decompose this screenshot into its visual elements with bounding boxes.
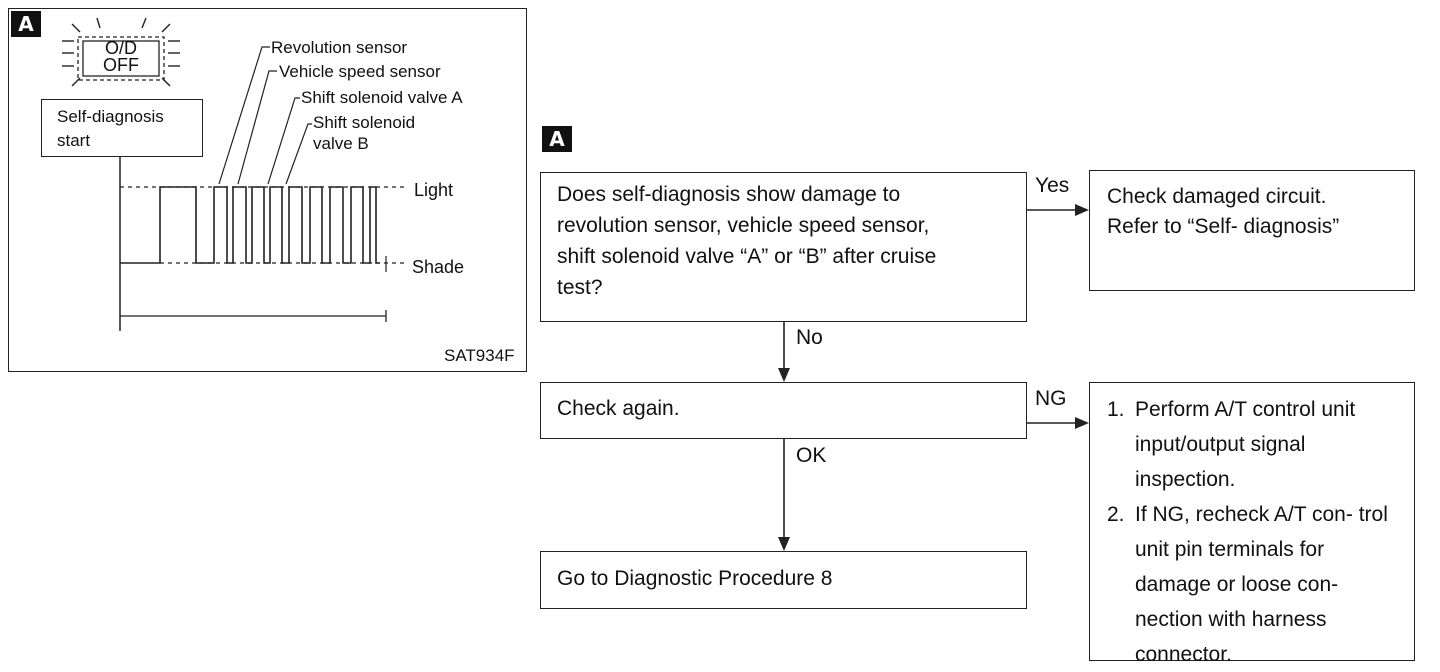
goto-procedure-box bbox=[540, 551, 1027, 609]
no-arrowhead bbox=[778, 368, 790, 382]
ok-arrowhead bbox=[778, 537, 790, 551]
ng-step-1: 1. Perform A/T control unit input/output… bbox=[1107, 392, 1403, 497]
ray-n2 bbox=[141, 17, 147, 29]
flowchart-badge: A bbox=[542, 126, 572, 152]
ng-step-1-text: Perform A/T control unit input/output si… bbox=[1135, 398, 1356, 491]
figure-badge: A bbox=[11, 11, 41, 37]
level-label-light: Light bbox=[414, 180, 454, 200]
lamp-text-off: OFF bbox=[103, 55, 139, 75]
lamp-text-od: O/D bbox=[104, 38, 137, 58]
ray-nw bbox=[71, 23, 81, 33]
yes-label: Yes bbox=[1035, 174, 1070, 197]
ng-result-box bbox=[1089, 382, 1415, 661]
ng-step-1-number: 1. bbox=[1107, 398, 1125, 421]
question-line1: Does self-diagnosis show damage to bbox=[557, 183, 901, 206]
figure-code: SAT934F bbox=[444, 346, 515, 365]
leader-solenoid-b bbox=[285, 123, 312, 185]
ray-ne bbox=[161, 23, 171, 33]
connector-lines bbox=[783, 209, 1078, 540]
ng-step-2-text: If NG, recheck A/T con- trol unit pin te… bbox=[1135, 503, 1388, 666]
question-box bbox=[540, 172, 1027, 322]
yes-result-box bbox=[1089, 170, 1415, 291]
question-line4: test? bbox=[557, 276, 603, 299]
ray-n1 bbox=[96, 17, 101, 29]
leader-vehicle-speed bbox=[237, 70, 277, 185]
ok-label: OK bbox=[796, 444, 827, 467]
lamp-inner bbox=[82, 40, 160, 77]
leader-solenoid-a bbox=[267, 97, 300, 185]
callout-revolution-sensor: Revolution sensor bbox=[271, 38, 408, 57]
ray-se bbox=[161, 77, 171, 87]
callout-vehicle-speed-sensor: Vehicle speed sensor bbox=[279, 62, 441, 81]
callout-shift-solenoid-a: Shift solenoid valve A bbox=[301, 88, 463, 107]
self-diagnosis-start-box bbox=[41, 99, 203, 157]
arrowheads bbox=[778, 204, 1089, 551]
level-label-shade: Shade bbox=[412, 257, 465, 277]
ng-step-2-number: 2. bbox=[1107, 503, 1125, 526]
question-line3: shift solenoid valve “A” or “B” after cr… bbox=[557, 245, 937, 268]
ng-arrowhead bbox=[1075, 417, 1089, 429]
self-diagnosis-label-line2: start bbox=[57, 131, 91, 150]
yes-result-line2: Refer to “Self- diagnosis” bbox=[1107, 215, 1340, 238]
ray-sw bbox=[71, 77, 81, 87]
leader-revolution bbox=[218, 46, 270, 185]
yes-arrowhead bbox=[1075, 204, 1089, 216]
question-line2: revolution sensor, vehicle speed sensor, bbox=[557, 214, 930, 237]
self-diagnosis-label-line1: Self-diagnosis bbox=[57, 107, 164, 126]
callout-shift-solenoid-b-line2: valve B bbox=[313, 134, 369, 153]
callout-shift-solenoid-b-line1: Shift solenoid bbox=[313, 113, 416, 132]
ng-step-2: 2. If NG, recheck A/T con- trol unit pin… bbox=[1107, 497, 1403, 672]
ng-label: NG bbox=[1035, 387, 1067, 410]
goto-procedure-text: Go to Diagnostic Procedure 8 bbox=[557, 567, 833, 590]
yes-result-line1: Check damaged circuit. bbox=[1107, 185, 1327, 208]
callout-leaders bbox=[218, 46, 312, 185]
check-again-text: Check again. bbox=[557, 397, 680, 420]
no-label: No bbox=[796, 326, 823, 349]
self-diagnosis-figure bbox=[8, 8, 527, 372]
lamp-outer bbox=[77, 36, 165, 81]
check-again-box bbox=[540, 382, 1027, 439]
lamp-rays bbox=[62, 17, 180, 87]
ng-result-steps: 1. Perform A/T control unit input/output… bbox=[1107, 392, 1403, 672]
signal-waveform bbox=[120, 186, 380, 264]
